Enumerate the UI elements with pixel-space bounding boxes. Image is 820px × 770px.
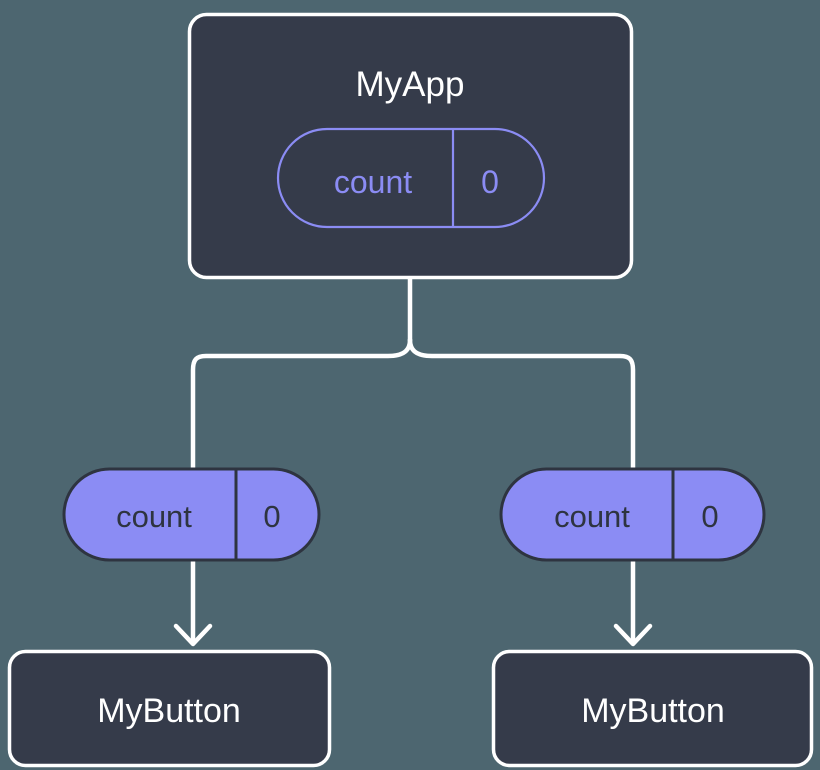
node-mybutton-right-box[interactable] (491, 649, 814, 768)
prop-pill-right-name: count (554, 499, 630, 534)
node-mybutton-right-label: MyButton (581, 692, 725, 730)
prop-pill-left-value: 0 (263, 499, 280, 534)
node-mybutton-left-box[interactable] (7, 649, 332, 768)
node-myapp[interactable]: MyApp count 0 (187, 12, 634, 280)
arrowhead-group (173, 623, 653, 647)
connector-group (190, 275, 636, 646)
prop-pill-left-name: count (116, 499, 192, 534)
node-mybutton-left[interactable]: MyButton (7, 649, 332, 768)
state-pill-myapp-name: count (334, 164, 412, 200)
state-pill-myapp-body[interactable] (276, 127, 546, 229)
prop-pill-right[interactable]: count 0 (499, 467, 766, 562)
state-pill-myapp-value: 0 (481, 164, 499, 200)
prop-pill-left-body[interactable] (62, 467, 321, 562)
node-myapp-label: MyApp (356, 65, 465, 104)
connector-fork-right (407, 337, 636, 473)
node-myapp-box[interactable] (187, 12, 634, 280)
prop-pill-left[interactable]: count 0 (62, 467, 321, 562)
connector-fork-left (190, 337, 413, 473)
node-mybutton-left-label: MyButton (97, 692, 241, 730)
state-pill-myapp[interactable]: count 0 (276, 127, 546, 229)
node-mybutton-right[interactable]: MyButton (491, 649, 814, 768)
arrowhead-right-icon (613, 623, 653, 647)
prop-pill-right-value: 0 (701, 499, 718, 534)
arrowhead-left-icon (173, 623, 213, 647)
prop-pill-right-body[interactable] (499, 467, 766, 562)
